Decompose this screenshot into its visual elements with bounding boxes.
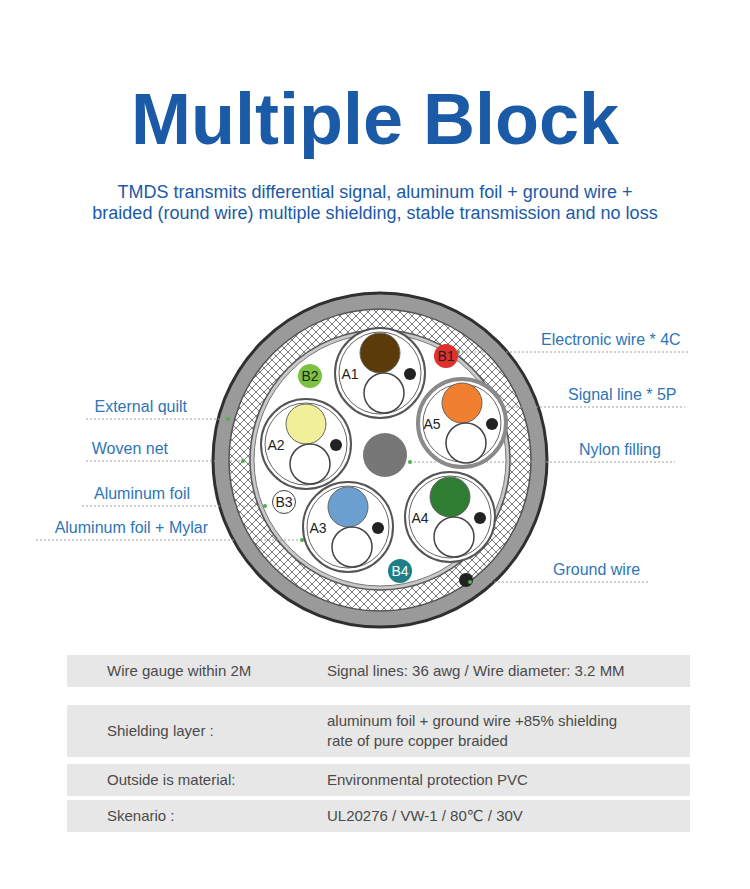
callout-label: External quilt bbox=[95, 397, 188, 416]
wire-label: B1 bbox=[437, 348, 454, 364]
wire-label: A2 bbox=[267, 437, 284, 453]
electronic-wire: B1 bbox=[434, 344, 458, 368]
callout-label: Nylon filling bbox=[579, 440, 661, 459]
table-cell: Shielding layer : bbox=[107, 721, 214, 741]
mylar-layer bbox=[254, 334, 506, 586]
table-cell: UL20276 / VW-1 / 80℃ / 30V bbox=[327, 806, 523, 826]
signal-pair: A2 bbox=[260, 398, 352, 490]
table-cell: Signal lines: 36 awg / Wire diameter: 3.… bbox=[327, 661, 625, 681]
wire-label: A5 bbox=[423, 416, 440, 432]
woven-net bbox=[229, 309, 531, 611]
table-row bbox=[67, 705, 690, 757]
wire-label: A3 bbox=[309, 520, 326, 536]
wire-label: A4 bbox=[411, 510, 428, 526]
table-cell: aluminum foil + ground wire +85% shieldi… bbox=[327, 711, 627, 751]
wire-label: B2 bbox=[301, 368, 318, 384]
table-row bbox=[67, 764, 690, 796]
electronic-wire: B2 bbox=[298, 364, 322, 388]
table-row bbox=[67, 655, 690, 687]
callout-label: Electronic wire * 4C bbox=[541, 330, 681, 349]
table-cell: Skenario : bbox=[107, 806, 175, 826]
electronic-wire: B3 bbox=[272, 490, 296, 514]
callout-label: Aluminum foil + Mylar bbox=[55, 518, 208, 537]
subtitle: TMDS transmits differential signal, alum… bbox=[90, 182, 660, 224]
wire-label: B4 bbox=[391, 563, 408, 579]
wire-label: A1 bbox=[341, 366, 358, 382]
callout-label: Woven net bbox=[92, 439, 168, 458]
ground-wire bbox=[459, 573, 473, 587]
signal-pair: A1 bbox=[334, 327, 426, 419]
signal-pair: A3 bbox=[302, 481, 394, 573]
outer-jacket bbox=[213, 293, 547, 627]
table-cell: Environmental protection PVC bbox=[327, 770, 528, 790]
page-title: Multiple Block bbox=[0, 76, 750, 162]
nylon-filling bbox=[363, 433, 407, 477]
signal-pair: A5 bbox=[416, 377, 508, 469]
table-cell: Outside is material: bbox=[107, 770, 235, 790]
callout-label: Ground wire bbox=[553, 560, 640, 579]
callout-label: Signal line * 5P bbox=[568, 385, 677, 404]
table-row bbox=[67, 800, 690, 832]
callout-label: Aluminum foil bbox=[94, 484, 190, 503]
signal-pair: A4 bbox=[404, 471, 496, 563]
table-cell: Wire gauge within 2M bbox=[107, 661, 251, 681]
electronic-wire: B4 bbox=[388, 559, 412, 583]
wire-label: B3 bbox=[275, 494, 292, 510]
aluminum-foil bbox=[250, 330, 510, 590]
